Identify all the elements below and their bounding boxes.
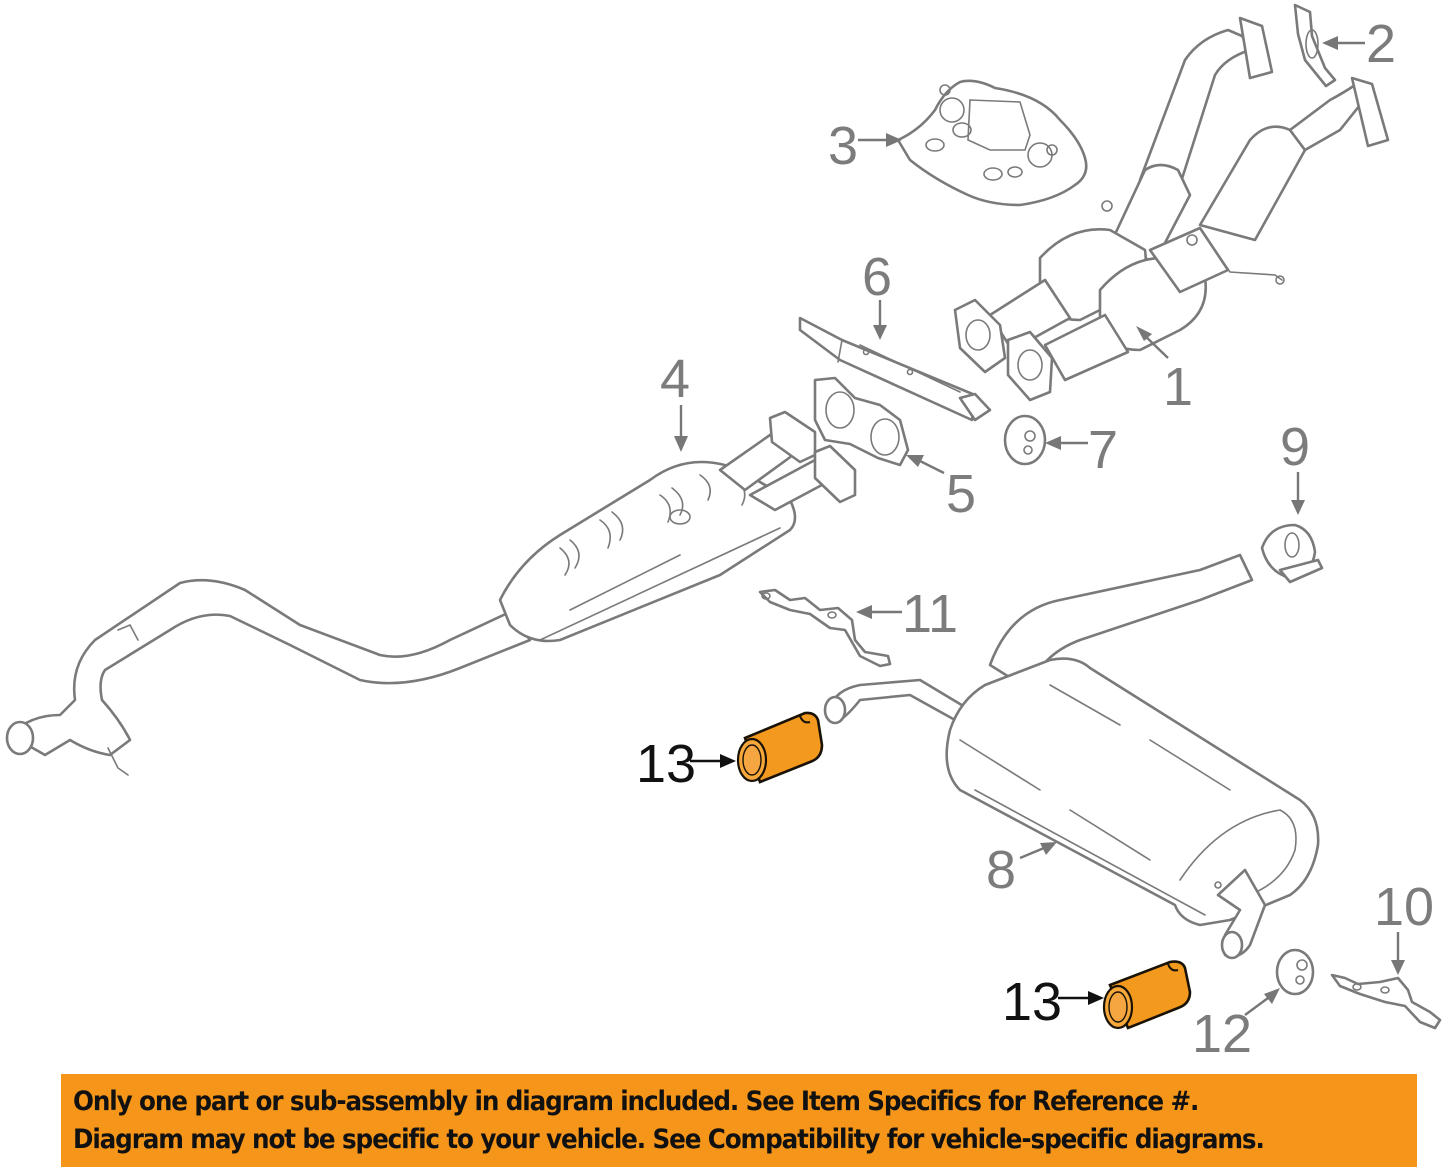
exhaust-diagram: 1 2 3 4 5 6 7 8 [5,3,1442,1060]
callout-4-label: 4 [660,349,690,409]
part-9-clamp [1260,523,1324,584]
callout-10-label: 10 [1374,877,1434,937]
callout-2: 2 [1322,14,1396,74]
callout-9-label: 9 [1280,417,1310,477]
callout-12: 12 [1192,988,1280,1060]
part-11-bracket [758,588,892,668]
callout-3: 3 [828,116,902,176]
callout-7-label: 7 [1088,420,1118,480]
disclaimer-banner: Only one part or sub-assembly in diagram… [61,1074,1417,1167]
callout-1: 1 [1136,326,1193,417]
disclaimer-line-1: Only one part or sub-assembly in diagram… [73,1086,1199,1117]
callout-13-lower-label: 13 [1002,972,1062,1032]
callout-6: 6 [862,247,892,340]
part-13-exhaust-tip-upper [736,711,824,784]
callout-3-label: 3 [828,116,858,176]
part-13-exhaust-tip-lower [1102,960,1192,1030]
part-4-resonator-assembly [5,410,857,776]
part-2-gasket [1293,3,1337,88]
callout-8-label: 8 [986,840,1016,900]
part-12-hanger-rubber [1275,948,1315,996]
callout-1-label: 1 [1163,357,1193,417]
part-3-heat-shield [896,79,1088,207]
callout-9: 9 [1280,417,1310,515]
callout-10: 10 [1374,877,1434,975]
callout-11: 11 [856,584,958,644]
callout-4: 4 [660,349,690,452]
callout-8: 8 [986,840,1057,900]
callout-13-upper-label: 13 [636,734,696,794]
callout-2-label: 2 [1366,14,1396,74]
callout-6-label: 6 [862,247,892,307]
part-6-bracket [798,316,992,422]
part-8-rear-muffler [823,553,1320,960]
callout-13-lower: 13 [1002,972,1104,1032]
callout-12-label: 12 [1192,1004,1252,1060]
callout-5: 5 [906,455,976,524]
part-10-bracket [1330,973,1442,1030]
part-7-hanger-rubber [1003,414,1047,466]
part-1-catalytic-converter [953,16,1390,402]
callout-5-label: 5 [946,464,976,524]
part-5-gasket [813,376,910,467]
callout-11-label: 11 [902,584,958,644]
callout-7: 7 [1045,420,1118,480]
callout-13-upper: 13 [636,734,736,794]
disclaimer-line-2: Diagram may not be specific to your vehi… [73,1124,1265,1155]
